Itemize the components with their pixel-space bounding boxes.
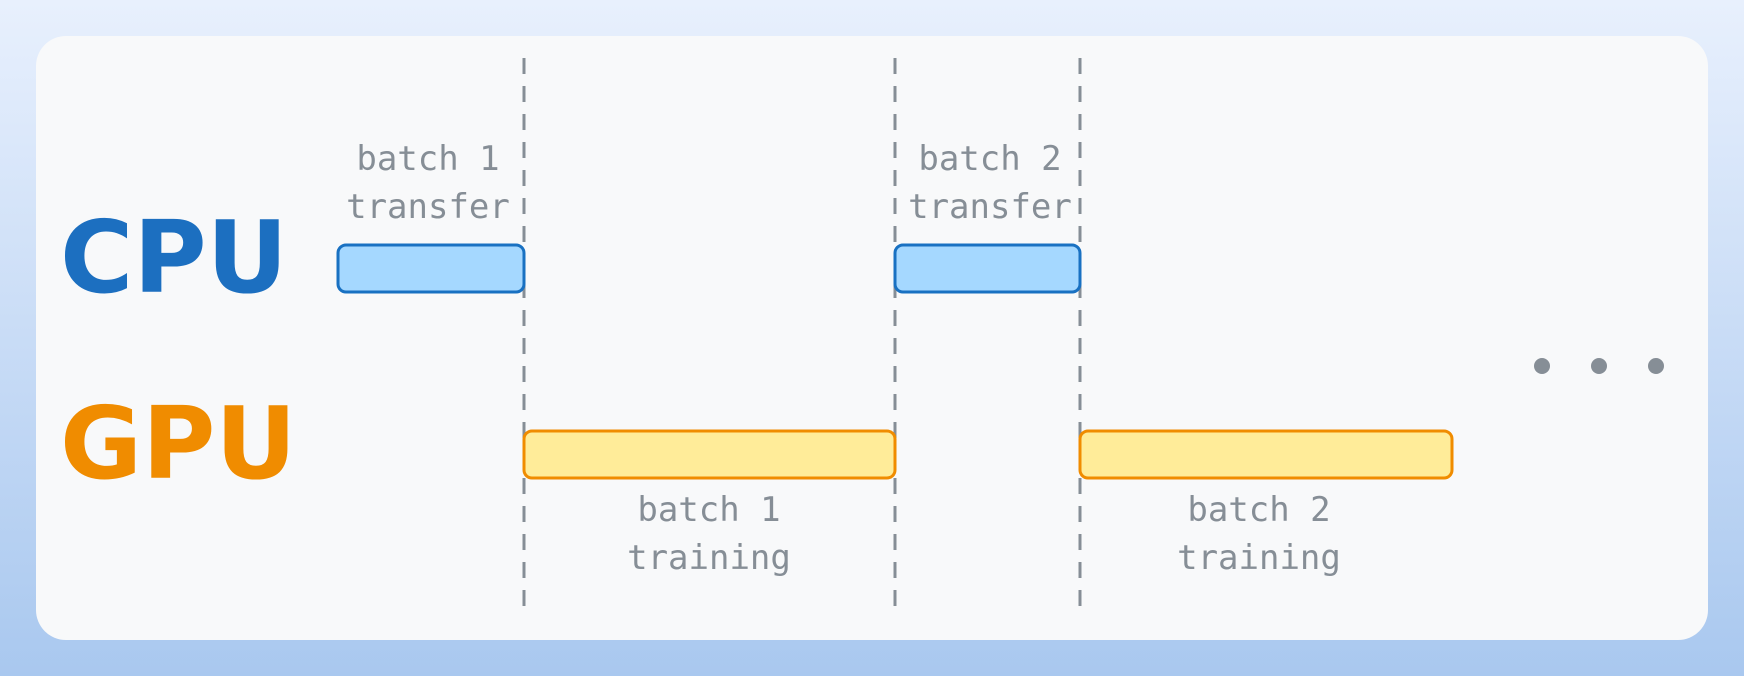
batch1-training-caption-line1: batch 1: [637, 490, 780, 530]
batch1-transfer-caption-line2: transfer: [346, 187, 510, 227]
batch1-training-bar: [522, 429, 897, 480]
batch2-training-caption-line1: batch 2: [1187, 490, 1330, 530]
ellipsis-dot-2: [1591, 358, 1607, 374]
ellipsis-dot-3: [1648, 358, 1664, 374]
diagram-card: [36, 36, 1708, 640]
batch2-transfer-bar: [893, 243, 1082, 294]
gpu-row-label: GPU: [60, 385, 297, 502]
batch2-transfer-caption-line1: batch 2: [918, 139, 1061, 179]
batch2-training-caption-line2: training: [1177, 538, 1341, 578]
batch2-training-bar: [1078, 429, 1454, 480]
batch1-training-caption-line2: training: [627, 538, 791, 578]
batch1-transfer-caption-line1: batch 1: [356, 139, 499, 179]
cpu-row-label: CPU: [60, 199, 288, 316]
batch2-transfer-caption-line2: transfer: [908, 187, 1072, 227]
ellipsis-dot-1: [1534, 358, 1550, 374]
ellipsis-icon: [1534, 358, 1664, 374]
batch1-transfer-bar: [336, 243, 526, 294]
